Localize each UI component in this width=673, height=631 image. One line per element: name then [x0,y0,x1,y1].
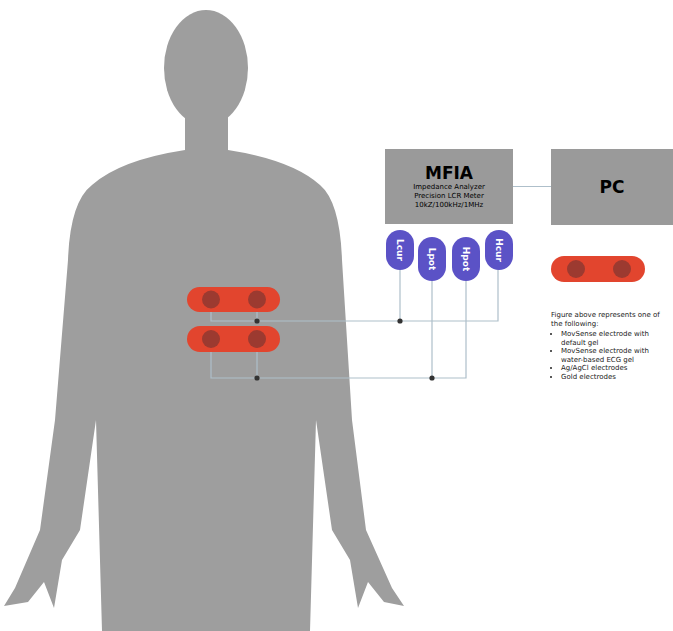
box-text: Impedance Analyzer [413,183,485,192]
lead-wires [211,268,498,378]
pin-name: Hcur [494,238,504,262]
pin-name: Lcur [395,239,405,261]
terminal-pin: Hcur [485,230,513,270]
terminal-pin: Lpot [418,237,446,281]
terminal-pin: Hpot [452,237,480,281]
instrument-box: MFIAImpedance AnalyzerPrecision LCR Mete… [385,149,513,224]
box-title: PC [600,177,625,197]
junction-dots [254,318,434,380]
electrode-sample [551,256,645,282]
note-item: MovSense electrode with water-based ECG … [561,347,669,364]
connector [513,186,551,187]
computer-box: PC [551,149,673,225]
note-item: Ag/AgCl electrodes [561,364,669,373]
note-item: MovSense electrode with default gel [561,330,669,347]
pin-name: Lpot [427,248,437,271]
box-title: MFIA [425,163,473,183]
pin-name: Hpot [461,247,471,271]
note-list: MovSense electrode with default gelMovSe… [551,330,669,381]
note-text: Figure above represents one of the follo… [551,311,669,328]
electrode [187,326,280,352]
note-item: Gold electrodes [561,373,669,382]
electrode [187,287,280,312]
box-text: Precision LCR Meter [414,192,484,201]
terminal-pin: Lcur [386,230,414,270]
box-text: 10kZ/100kHz/1MHz [415,201,483,210]
legend-note: Figure above represents one of the follo… [551,311,669,381]
